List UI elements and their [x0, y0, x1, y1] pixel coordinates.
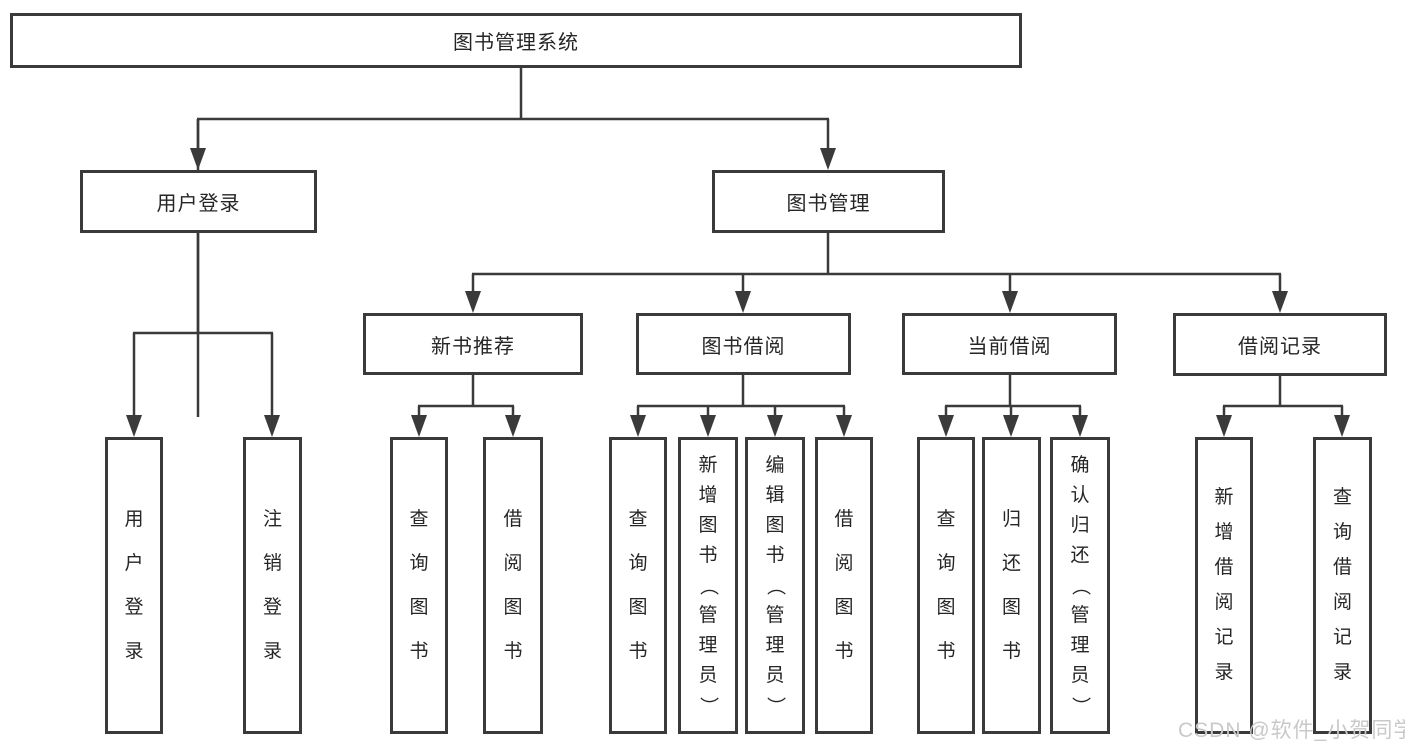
- connector-new-book-recommend: [411, 375, 521, 437]
- connector-borrow-records: [1216, 376, 1350, 437]
- leaf-add-borrow-record: 新增借阅记录: [1195, 437, 1253, 734]
- leaf-confirm-return-admin-label: 确认归还（管理员）: [1069, 454, 1091, 716]
- connector-book-management: [465, 233, 1288, 313]
- node-borrow-records: 借阅记录: [1173, 313, 1387, 376]
- node-book-management: 图书管理: [712, 170, 945, 233]
- leaf-user-login: 用户登录: [105, 437, 163, 734]
- leaf-logout: 注销登录: [243, 437, 302, 734]
- csdn-watermark: CSDN @软件_小贺同学: [1178, 719, 1405, 742]
- leaf-add-borrow-record-label: 新增借阅记录: [1214, 487, 1234, 683]
- connector-book-borrowing: [630, 375, 852, 437]
- leaf-query-borrow-record-label: 查询借阅记录: [1332, 487, 1352, 683]
- leaf-user-login-label: 用户登录: [124, 508, 144, 662]
- node-library-system: 图书管理系统: [10, 13, 1022, 68]
- leaf-query-books-current-label: 查询图书: [936, 508, 956, 662]
- leaf-borrow-books-recommend-label: 借阅图书: [503, 508, 523, 662]
- leaf-return-books-label: 归还图书: [1001, 508, 1021, 662]
- leaf-confirm-return-admin: 确认归还（管理员）: [1050, 437, 1110, 734]
- leaf-query-books-recommend: 查询图书: [390, 437, 448, 734]
- leaf-query-books-borrowing: 查询图书: [609, 437, 667, 734]
- leaf-return-books: 归还图书: [982, 437, 1041, 734]
- leaf-edit-books-admin-label: 编辑图书（管理员）: [764, 454, 786, 716]
- leaf-edit-books-admin: 编辑图书（管理员）: [745, 437, 805, 734]
- leaf-add-books-admin: 新增图书（管理员）: [678, 437, 738, 734]
- node-user-login: 用户登录: [80, 170, 317, 233]
- node-new-book-recommend: 新书推荐: [363, 313, 583, 375]
- leaf-borrow-books-borrowing-label: 借阅图书: [834, 508, 854, 662]
- connector-user-login: [126, 233, 280, 437]
- node-current-borrowing: 当前借阅: [902, 313, 1117, 375]
- leaf-query-books-borrowing-label: 查询图书: [628, 508, 648, 662]
- leaf-query-books-recommend-label: 查询图书: [409, 508, 429, 662]
- leaf-add-books-admin-label: 新增图书（管理员）: [697, 454, 719, 716]
- leaf-borrow-books-recommend: 借阅图书: [483, 437, 543, 734]
- connector-root: [190, 68, 836, 417]
- node-book-borrowing: 图书借阅: [636, 313, 851, 375]
- connector-current-borrowing: [938, 375, 1088, 437]
- leaf-borrow-books-borrowing: 借阅图书: [815, 437, 873, 734]
- leaf-query-books-current: 查询图书: [917, 437, 975, 734]
- leaf-query-borrow-record: 查询借阅记录: [1313, 437, 1372, 734]
- leaf-logout-label: 注销登录: [262, 508, 282, 662]
